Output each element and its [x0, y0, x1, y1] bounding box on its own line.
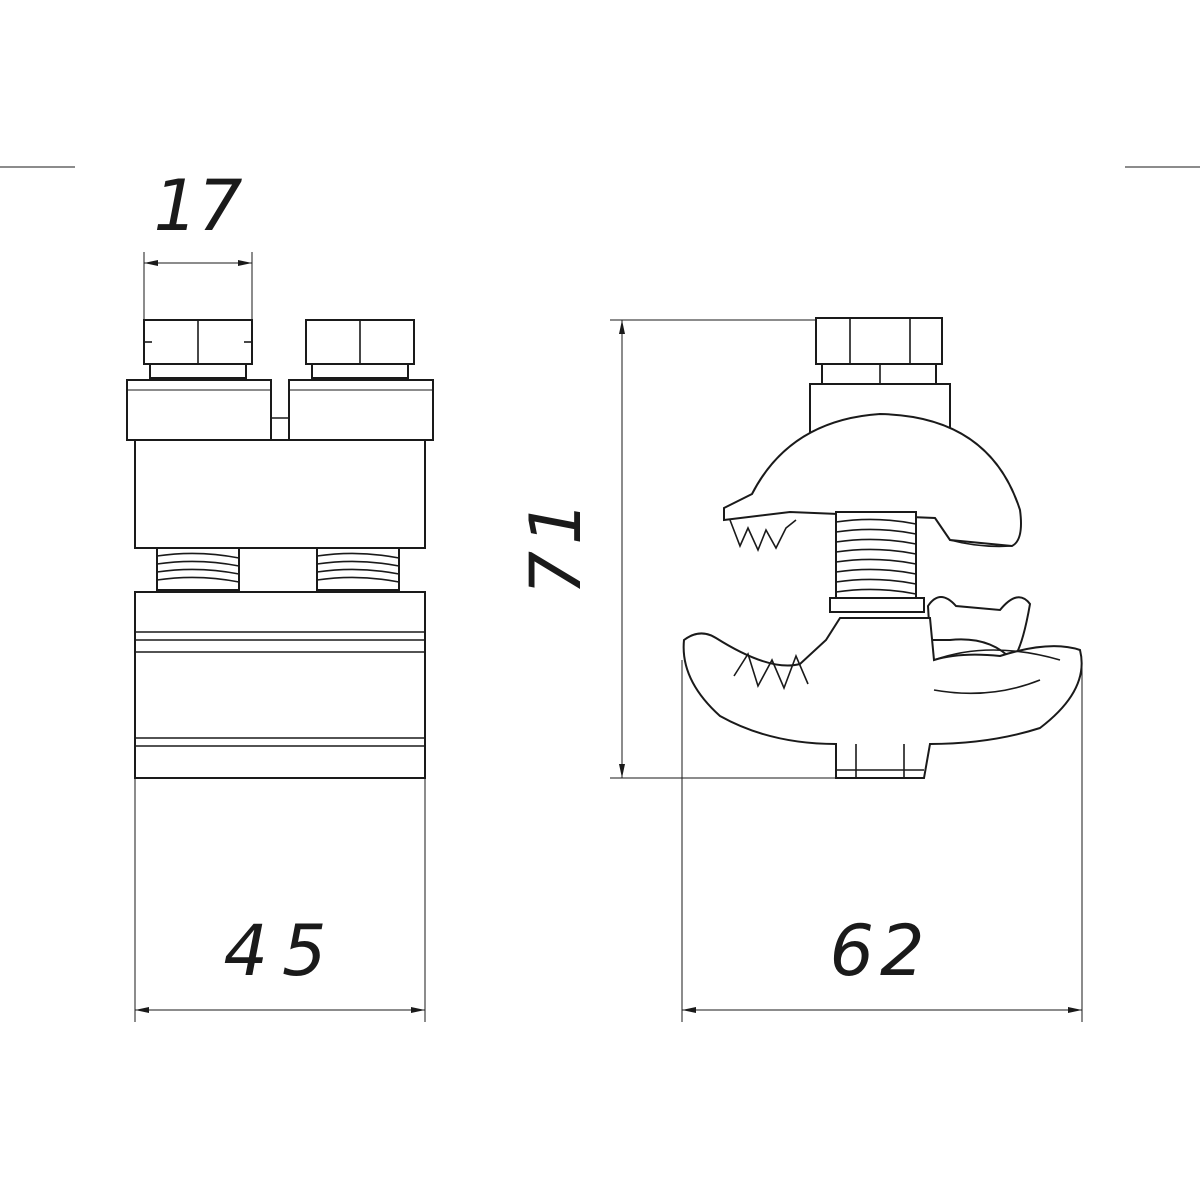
dim-label-17: 17 — [153, 165, 242, 247]
side-bolt-head — [815, 317, 943, 365]
dim-label-45: 45 — [223, 910, 340, 992]
side-view: 71 62 — [515, 317, 1083, 1022]
lower-housing — [134, 591, 426, 779]
upper-jaw — [723, 412, 1022, 548]
thread-left — [156, 547, 240, 591]
dim-label-71: 71 — [515, 494, 597, 595]
upper-teeth — [729, 519, 797, 553]
thread-right — [316, 547, 400, 591]
dim-label-62: 62 — [829, 910, 930, 992]
front-view: 17 45 — [126, 165, 434, 1022]
lower-teeth — [733, 652, 809, 691]
upper-housing — [134, 439, 426, 549]
side-washer — [829, 597, 925, 613]
upper-clamp-left — [126, 379, 272, 441]
middle-jaw — [926, 596, 1032, 662]
upper-clamp-right — [288, 379, 434, 441]
